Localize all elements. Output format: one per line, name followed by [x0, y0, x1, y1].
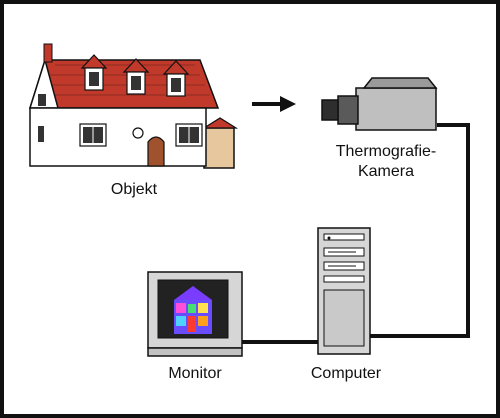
label-objekt: Objekt: [110, 181, 158, 198]
label-kamera-line1: Thermografie-: [335, 143, 437, 160]
label-monitor: Monitor: [168, 365, 222, 382]
label-thermografie-kamera: Thermografie- Kamera: [306, 142, 466, 182]
thermal-camera-icon: [321, 77, 438, 131]
computer-tower-icon: [317, 227, 371, 355]
cable-camera-to-computer: [370, 123, 470, 338]
label-computer: Computer: [310, 365, 382, 382]
label-kamera-line2: Kamera: [357, 163, 415, 180]
house-icon: [28, 43, 239, 169]
monitor-icon: [147, 271, 243, 357]
arrow-house-to-camera: [252, 96, 296, 112]
